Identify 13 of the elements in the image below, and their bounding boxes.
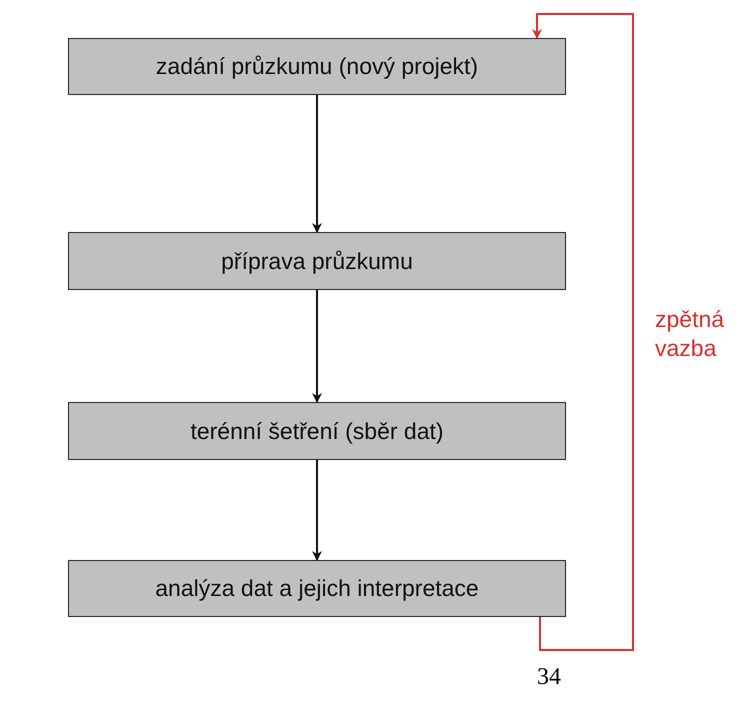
- arrow: [312, 95, 322, 233]
- page-number: 34: [537, 664, 561, 691]
- box-label: analýza dat a jejich interpretace: [155, 575, 479, 602]
- box-label: zadání průzkumu (nový projekt): [156, 53, 478, 80]
- process-box: [68, 402, 566, 460]
- arrow: [312, 460, 322, 561]
- arrow: [312, 290, 322, 403]
- arrow: [532, 13, 634, 651]
- process-box: [68, 38, 566, 95]
- box-label: terénní šetření (sběr dat): [190, 418, 444, 444]
- process-box: [68, 560, 566, 617]
- process-box: [68, 232, 566, 290]
- box-label: příprava průzkumu: [221, 248, 413, 274]
